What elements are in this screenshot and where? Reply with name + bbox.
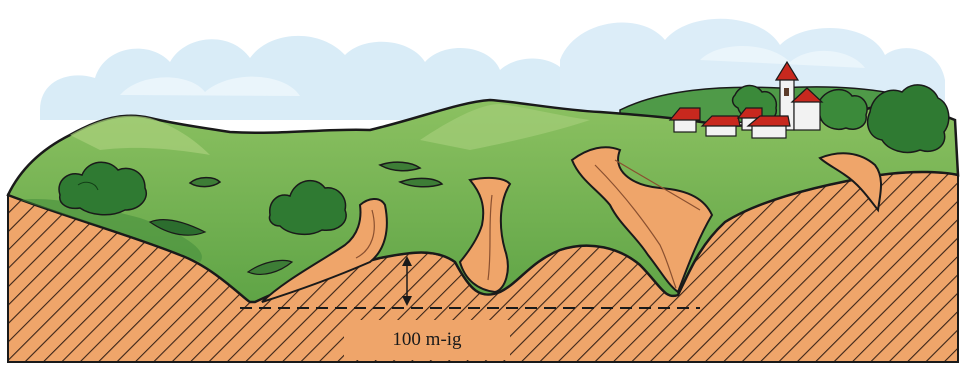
- depth-label: 100 m-ig: [344, 320, 510, 360]
